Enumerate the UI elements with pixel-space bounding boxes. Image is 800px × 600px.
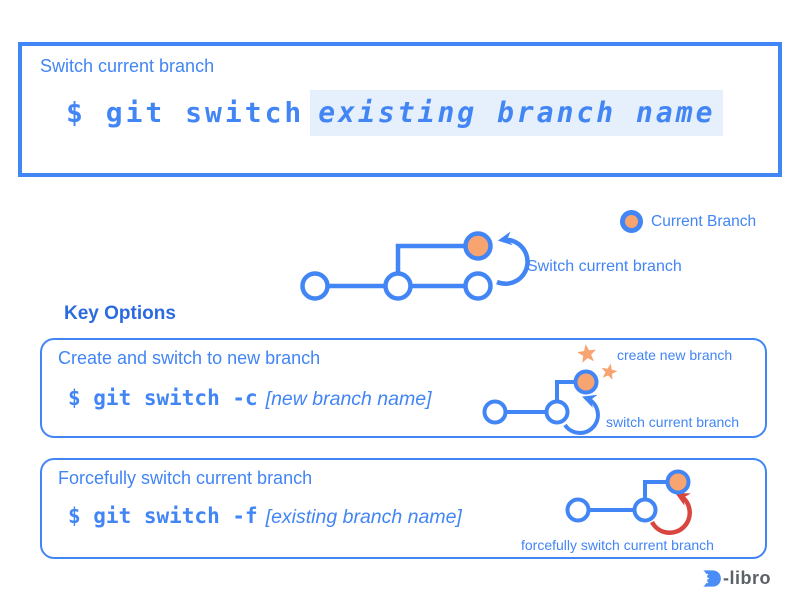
create-branch-star-icon [601,363,618,380]
current-branch-node [463,231,493,261]
main-branch-diagram [300,231,530,301]
dlibro-logo-text: -libro [723,568,771,588]
option-command: $ git switch -f [existing branch name] [68,504,462,529]
current-branch-node [573,369,599,395]
main-arrow-label: Switch current branch [527,258,682,275]
option-box-create-switch: Create and switch to new branch $ git sw… [40,338,767,438]
option-command: $ git switch -c [new branch name] [68,386,432,411]
switch-branch-label: switch current branch [606,414,740,430]
commit-node [565,497,591,523]
hero-command-text: $ git switch [66,96,305,129]
current-branch-dot-icon [620,210,643,233]
switch-arrow [563,394,600,435]
hero-title: Switch current branch [40,56,215,76]
commit-node [383,271,413,301]
create-branch-label: create new branch [617,347,733,363]
force-switch-arrow [650,493,692,535]
commit-node [544,399,570,425]
option-command-text: $ git switch -f [68,504,258,528]
option-title: Create and switch to new branch [58,348,321,368]
option-command-text: $ git switch -c [68,386,258,410]
hero-command-arg: existing branch name [310,90,724,136]
create-switch-diagram [482,344,618,435]
section-heading: Key Options [64,303,176,324]
legend-label: Current Branch [651,212,757,230]
dlibro-logo-icon [700,570,721,587]
commit-node [300,271,330,301]
commit-node [482,399,508,425]
create-branch-star-icon [577,344,596,363]
legend-current-branch: Current Branch [620,210,756,233]
force-switch-diagram [565,469,692,535]
force-switch-label: forcefully switch current branch [521,537,714,553]
commit-node [632,497,658,523]
dlibro-logo: -libro [699,567,771,590]
option-command-arg: [new branch name] [265,388,432,410]
commit-node [463,271,493,301]
option-command-arg: [existing branch name] [265,506,462,528]
option-title: Forcefully switch current branch [58,468,313,488]
switch-arrow [496,231,530,286]
current-branch-node [665,469,691,495]
